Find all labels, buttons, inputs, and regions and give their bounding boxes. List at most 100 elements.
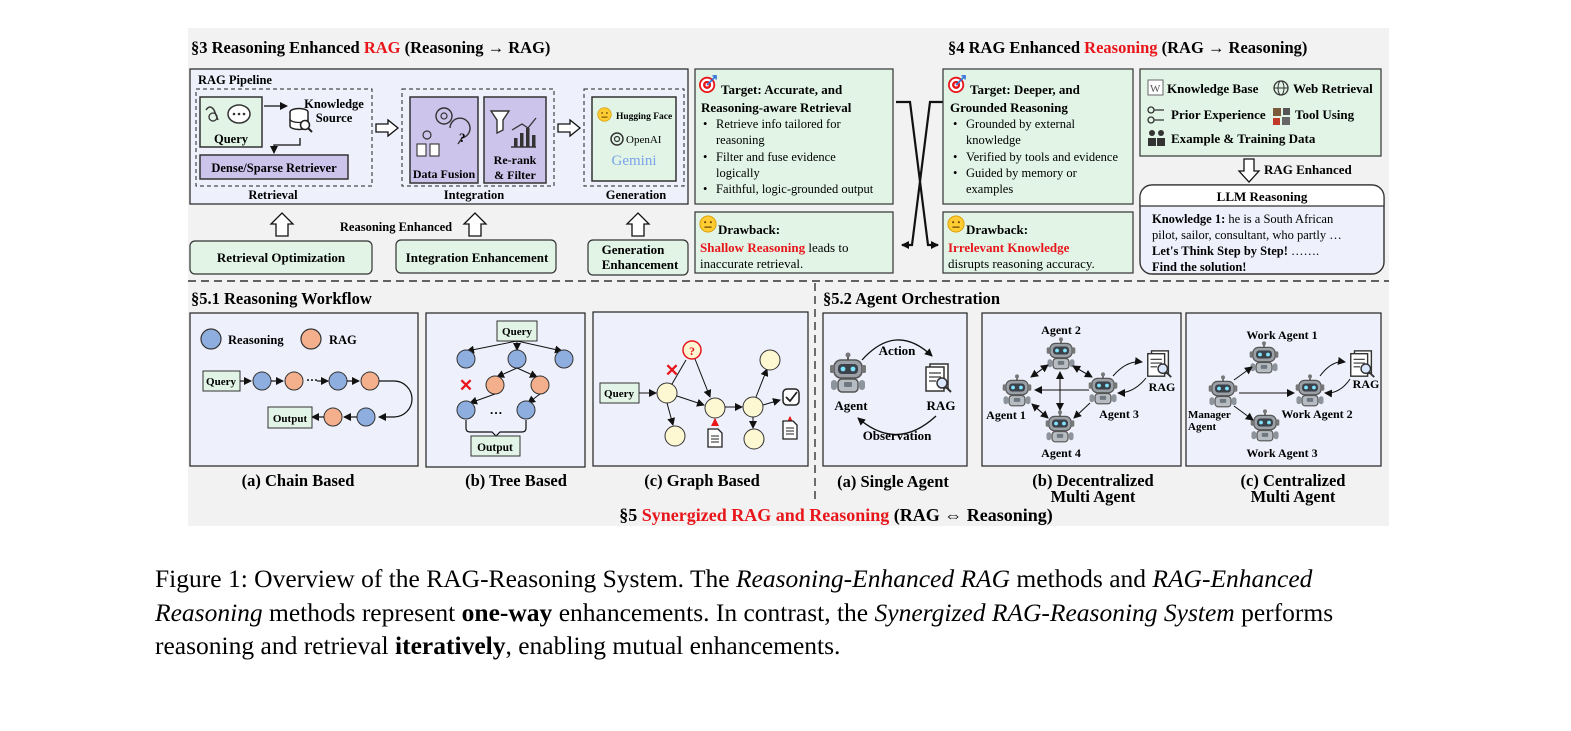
svg-text:Reasoning-aware Retrieval: Reasoning-aware Retrieval [701, 100, 852, 115]
decentralized-rag-label: RAG [1149, 380, 1176, 394]
hugging-face-label: Hugging Face [616, 112, 672, 122]
tree-query: Query [502, 326, 532, 338]
graph-doc-icon-2 [782, 420, 798, 440]
decentralized-doc-icon [1146, 349, 1173, 379]
retrieval-optimization-label: Retrieval Optimization [217, 250, 346, 265]
svg-text:Filter and fuse evidence: Filter and fuse evidence [716, 150, 836, 164]
centralized-rag-label: RAG [1353, 377, 1380, 391]
centralized-caption-1: (c) Centralized [1241, 471, 1346, 490]
chain-caption: (a) Chain Based [242, 471, 355, 490]
integration-enhancement-box [395, 239, 557, 274]
decentralized-caption-2: Multi Agent [1051, 487, 1136, 506]
svg-text:inaccurate retrieval.: inaccurate retrieval. [700, 256, 803, 271]
caption-italic-1: Reasoning-Enhanced RAG [735, 564, 1011, 593]
section5-title: §5 Synergized RAG and Reasoning (RAG ⇔ R… [619, 505, 1053, 526]
svg-text:Shallow Reasoning leads to: Shallow Reasoning leads to [700, 240, 848, 255]
graph-question-mark: ? [689, 344, 695, 358]
brain-gear-icon: ? [416, 107, 471, 157]
up-arrow-generation [625, 212, 651, 237]
integration-label: Integration [444, 188, 504, 202]
integration-stage [401, 88, 555, 187]
svg-text:W: W [1150, 83, 1161, 95]
svg-text:?: ? [459, 130, 466, 145]
svg-text:Knowledge 1: he is a South Afr: Knowledge 1: he is a South African [1152, 212, 1334, 226]
chain-query: Query [206, 376, 236, 388]
tree-caption: (b) Tree Based [465, 471, 567, 490]
neutral-face-icon [699, 215, 717, 233]
filter-chart-icon [489, 110, 537, 148]
tree-ellipsis: … [490, 402, 503, 417]
caption-text-4: enhancements. In contrast, the [552, 597, 875, 627]
agent-label: Agent [834, 398, 868, 413]
tree-output: Output [477, 442, 513, 454]
graph-doc-icon-1 [707, 428, 723, 448]
rag-label: RAG [927, 398, 956, 413]
target-box-s4: Target: Deeper, and Grounded Reasoning •… [942, 68, 1134, 205]
centralized-doc-icon [1349, 349, 1376, 379]
checkbox-icon [782, 388, 800, 406]
svg-text:knowledge: knowledge [966, 133, 1021, 147]
caption-text-1: Figure 1: Overview of the RAG-Reasoning … [155, 564, 736, 593]
svg-text:Guided by memory or: Guided by memory or [966, 166, 1078, 180]
graph-fail-x: ✕ [665, 361, 679, 380]
agent2-label: Agent 2 [1041, 323, 1081, 337]
doc-search-icon [925, 363, 952, 393]
svg-text:Drawback:: Drawback: [966, 222, 1028, 237]
query-label: Query [214, 132, 249, 146]
legend-rag: RAG [329, 333, 357, 347]
retrieval-stage [195, 88, 373, 187]
overview-figure: §3 Reasoning Enhanced RAG (Reasoning → R… [188, 28, 1389, 526]
svg-text:reasoning: reasoning [716, 133, 765, 147]
agent1-label: Agent 1 [986, 408, 1026, 422]
knowledge-sources-box: W Knowledge Base Web Retrieval Prior Exp… [1139, 68, 1382, 157]
svg-text:Drawback:: Drawback: [718, 222, 780, 237]
globe-icon [1273, 80, 1289, 96]
knowledge-label: Knowledge [304, 97, 364, 111]
tree-fail-x: ✕ [459, 376, 473, 395]
hugging-face-icon [597, 107, 612, 122]
target-box-s3: Target: Accurate, and Reasoning-aware Re… [694, 68, 894, 205]
decentralized-caption-1: (b) Decentralized [1032, 471, 1153, 490]
svg-text:•: • [703, 182, 707, 196]
rag-enhanced-label: RAG Enhanced [1264, 162, 1353, 177]
svg-text:Let's Think Step by Step! …….: Let's Think Step by Step! ……. [1152, 244, 1319, 258]
retrieval-optimization-box [189, 240, 373, 275]
up-arrow-retrieval [269, 212, 295, 237]
section3-title: §3 Reasoning Enhanced RAG (Reasoning → R… [191, 38, 550, 57]
decentralized-diagram: Agent 2 Agent 1 Agent 3 Agent 4 RAG [981, 312, 1182, 467]
figure-caption: Figure 1: Overview of the RAG-Reasoning … [155, 562, 1425, 663]
graph-based-diagram: Query ✕ ? [592, 311, 809, 467]
rag-pipeline-title: RAG Pipeline [198, 73, 272, 87]
caption-italic-2: RAG-Enhanced Reasoning [155, 564, 1313, 627]
generation-enhancement-box [587, 239, 689, 276]
caption-text-5: performs reasoning and retrieval [155, 597, 1334, 661]
svg-text:logically: logically [716, 166, 760, 180]
centralized-caption-2: Multi Agent [1251, 487, 1336, 506]
data-fusion-box [409, 96, 479, 184]
rerank-label-1: Re-rank [494, 153, 537, 167]
observation-label: Observation [863, 428, 932, 443]
svg-text:Irrelevant Knowledge: Irrelevant Knowledge [948, 240, 1070, 255]
wikipedia-icon [1147, 79, 1164, 96]
legend-reasoning: Reasoning [228, 333, 284, 347]
hollow-arrow-2 [557, 118, 582, 138]
caption-bold-1: one-way [461, 597, 553, 627]
rag-pipeline: RAG Pipeline Query Knowledge Source Dens… [189, 68, 689, 205]
svg-text:Verified by tools and evidence: Verified by tools and evidence [966, 150, 1118, 164]
svg-text:Retrieve info tailored for: Retrieve info tailored for [716, 117, 841, 131]
single-agent-caption: (a) Single Agent [837, 472, 949, 491]
graph-caption: (c) Graph Based [644, 471, 760, 490]
svg-text:•: • [953, 150, 957, 164]
prior-experience-label: Prior Experience [1171, 107, 1266, 122]
drawback-box-s3: Drawback: Shallow Reasoning leads to ina… [694, 211, 894, 274]
retriever-box [199, 154, 349, 180]
caption-italic-3: Synergized RAG-Reasoning System [874, 597, 1235, 627]
rag-enhanced-down-arrow [1237, 158, 1261, 183]
integration-enhancement-label: Integration Enhancement [406, 250, 549, 265]
section52-title: §5.2 Agent Orchestration [823, 289, 1000, 308]
agent3-label: Agent 3 [1099, 407, 1139, 421]
svg-text:•: • [953, 117, 957, 131]
drawback-box-s4: Drawback: Irrelevant Knowledge disrupts … [942, 211, 1134, 274]
source-label: Source [316, 111, 353, 125]
legend-rag-dot [300, 328, 322, 350]
